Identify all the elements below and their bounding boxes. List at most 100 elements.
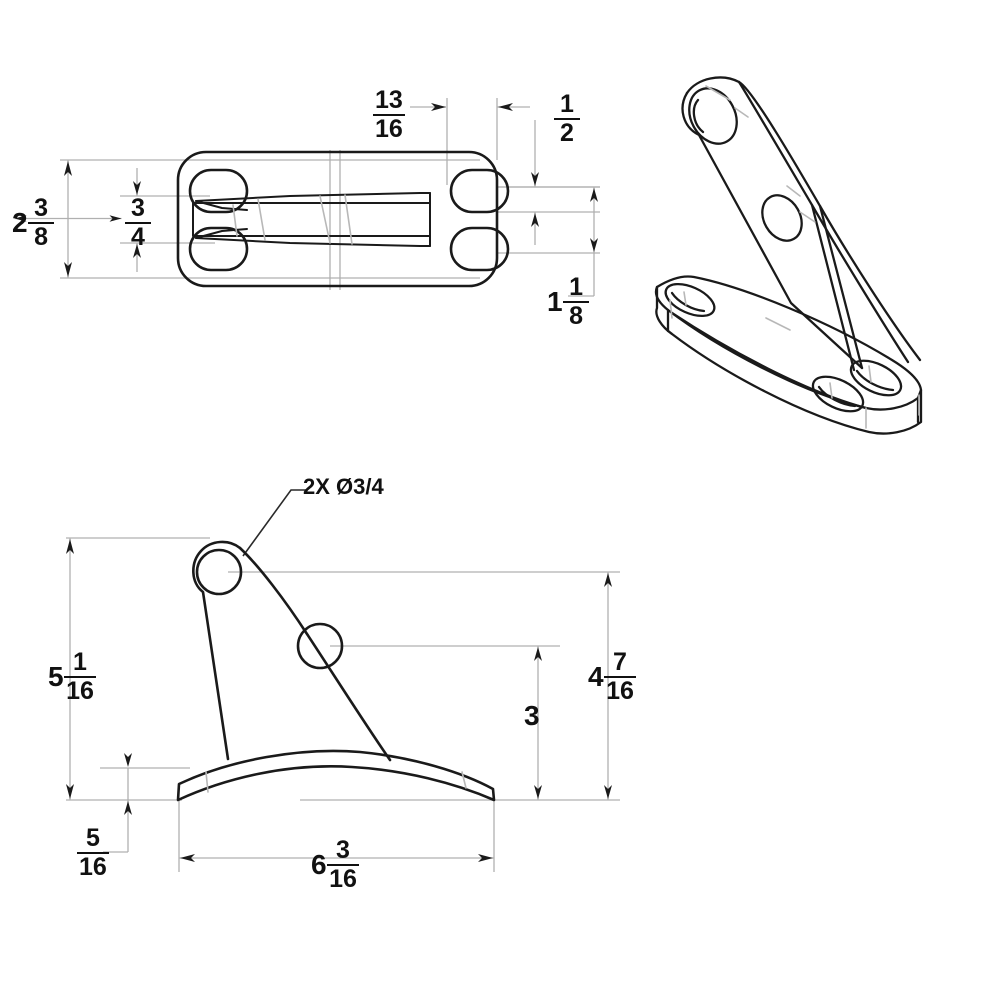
isometric-view — [654, 76, 923, 435]
plan-arrow-1-1-8-bottom — [590, 238, 598, 252]
front-arrow-6-3-16-right — [478, 854, 493, 862]
plan-rib-taper-top-outer — [195, 192, 431, 202]
iso-tangent-boss — [705, 85, 731, 101]
plan-arrow-rib-top — [133, 181, 141, 195]
hole-callout-note: 2X Ø3/4 — [303, 474, 384, 499]
iso-slot-right-far — [849, 359, 903, 397]
iso-tangent-slot-3 — [683, 291, 687, 306]
front-dim-6-3-16-num: 3 — [336, 836, 350, 864]
fraction-bar — [125, 222, 151, 225]
front-dim-5-16-fraction: 5 16 — [77, 826, 109, 880]
plan-dim-3-4: 3 4 — [124, 196, 151, 250]
iso-slot-right-near — [811, 375, 865, 413]
plan-dim-13-16-fraction: 13 16 — [373, 88, 405, 142]
plan-arrow-bottom — [64, 262, 72, 277]
plan-arrow-top — [64, 161, 72, 176]
front-dim-5-16: 5 16 — [76, 826, 109, 880]
front-hole-note-leader — [242, 489, 307, 557]
plan-arrow-1-2-bottom — [531, 213, 539, 227]
front-dim-5-1-16: 5 1 16 — [48, 650, 96, 704]
fraction-bar — [554, 118, 580, 121]
plan-rib-tangent-4 — [344, 194, 353, 245]
plan-dim-1-2-fraction: 1 2 — [554, 92, 580, 146]
plan-rib-taper-bottom-outer — [195, 237, 431, 247]
plan-rib-fillet-top — [195, 200, 248, 211]
front-right-flank — [238, 546, 392, 762]
fraction-bar — [373, 114, 405, 117]
front-dim-4-7-16-whole: 4 — [588, 661, 604, 693]
iso-tangent-slot-2 — [868, 365, 872, 383]
front-arrow-3-top — [534, 647, 542, 661]
front-dim-5-1-16-whole: 5 — [48, 661, 64, 693]
plan-dim-1-1-8-den: 8 — [569, 302, 584, 331]
fraction-bar — [28, 222, 55, 225]
fraction-bar — [563, 301, 590, 304]
plan-dim-1-1-8-num: 1 — [569, 273, 584, 301]
front-flange-tick-left — [205, 771, 209, 793]
plan-dim-2-3-8-whole: 2 — [12, 207, 28, 239]
plan-dim-13-16-den: 16 — [375, 115, 403, 144]
plan-dim-1-2: 1 2 — [553, 92, 580, 146]
front-dim-4-7-16: 4 7 16 — [588, 650, 636, 704]
iso-base-inner-sweep — [670, 311, 868, 410]
plan-dim-3-4-den: 4 — [131, 223, 145, 252]
plan-dim-2-3-8: 2 3 8 — [12, 194, 55, 252]
plan-dim-1-1-8: 1 1 8 — [547, 273, 590, 331]
front-dim-5-1-16-fraction: 1 16 — [64, 650, 96, 704]
front-dim-4-7-16-num: 7 — [613, 648, 627, 676]
iso-mid-hole — [761, 194, 803, 242]
front-arrow-5-1-16-bottom — [66, 784, 74, 799]
plan-arrow-1-2-top — [531, 172, 539, 186]
front-arrow-4-7-16-top — [604, 573, 612, 587]
plan-slot-bottom-right — [449, 226, 510, 272]
front-dim-6-3-16-whole: 6 — [311, 849, 327, 881]
front-arrow-3-bottom — [534, 785, 542, 799]
iso-tangent-arm-3 — [799, 211, 816, 223]
plan-dim-1-2-den: 2 — [560, 119, 574, 148]
iso-slot-right-near-bore — [817, 385, 857, 408]
front-dim-6-3-16-den: 16 — [329, 865, 357, 894]
iso-slot-right-far-bore — [855, 369, 895, 392]
plan-dim-2-3-8-den: 8 — [34, 223, 49, 252]
plan-slot-top-left — [188, 168, 249, 214]
iso-tangent-arm-2 — [786, 185, 801, 197]
front-arrow-4-7-16-bottom — [604, 785, 612, 799]
fraction-bar — [64, 676, 96, 679]
iso-arm-top-edge — [685, 76, 922, 362]
front-dim-6-3-16-fraction: 3 16 — [327, 838, 359, 892]
iso-web-right — [818, 204, 864, 370]
iso-top-hole-bore — [692, 98, 705, 134]
plan-dim-2-3-8-fraction: 3 8 — [28, 194, 55, 252]
fraction-bar — [604, 676, 636, 679]
front-dim-5-16-num: 5 — [85, 824, 100, 852]
plan-arrow-slot-right — [498, 103, 513, 111]
plan-rib-tangent-2 — [257, 198, 266, 241]
front-base-flange — [176, 749, 496, 802]
front-arrow-5-16-top — [124, 753, 132, 767]
front-elevation-view — [66, 489, 620, 872]
plan-dim-3-4-num: 3 — [131, 194, 145, 222]
plan-arrow-rib-bottom — [133, 244, 141, 258]
front-arrow-6-3-16-left — [180, 854, 195, 862]
plan-dim-2-3-8-num: 3 — [34, 194, 49, 222]
iso-top-hole-outer — [688, 87, 738, 145]
front-dim-4-7-16-den: 16 — [606, 677, 634, 706]
front-upper-hole — [195, 548, 243, 596]
front-flange-tick-right — [461, 771, 467, 789]
front-dim-4-7-16-fraction: 7 16 — [604, 650, 636, 704]
plan-dim-1-1-8-whole: 1 — [547, 286, 563, 318]
fraction-bar — [327, 864, 359, 867]
iso-slot-left — [664, 282, 716, 318]
plan-base-plate-outline — [176, 150, 499, 288]
iso-tangent-base-2 — [669, 299, 673, 319]
plan-dim-1-1-8-fraction: 1 8 — [563, 273, 590, 331]
plan-dim-13-16: 13 16 — [372, 88, 405, 142]
front-boss-and-left-leg — [192, 540, 242, 761]
iso-tangent-slot-1 — [829, 382, 833, 399]
plan-slot-bottom-left — [188, 226, 249, 272]
plan-rib-fillet-bottom — [195, 228, 248, 239]
fraction-bar — [77, 852, 109, 855]
plan-rib-tangent-1 — [232, 204, 238, 237]
front-dim-3-whole: 3 — [524, 700, 540, 731]
